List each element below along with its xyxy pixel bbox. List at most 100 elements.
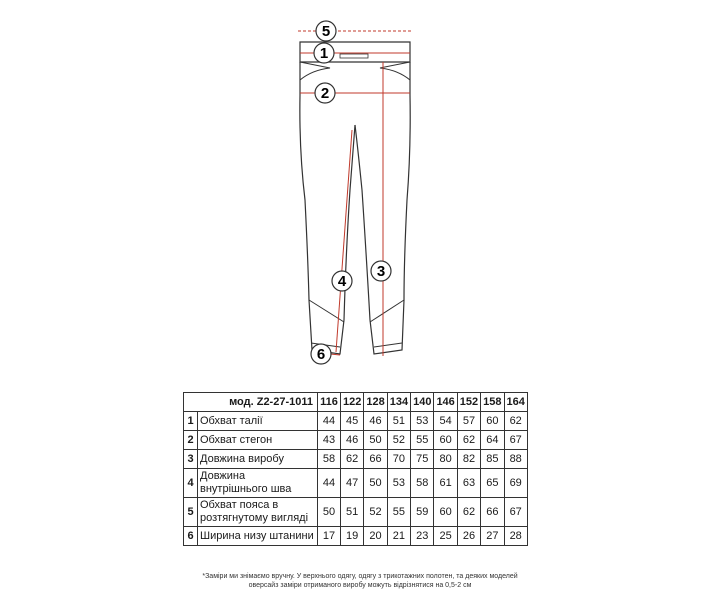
measurement-label: Довжина виробу xyxy=(197,449,318,469)
measurement-value: 62 xyxy=(456,430,482,450)
row-number: 1 xyxy=(183,411,198,431)
callout-3: 3 xyxy=(370,260,392,282)
measurement-value: 17 xyxy=(317,526,341,546)
size-header-row: мод. Z2-27-1011 116 122 128 134 140 146 … xyxy=(183,392,528,412)
measurement-label: Довжина внутрішнього шва xyxy=(197,468,318,498)
row-number: 4 xyxy=(183,468,198,498)
left-pocket-outline xyxy=(299,61,331,82)
measurement-value: 20 xyxy=(363,526,388,546)
svg-text:5: 5 xyxy=(322,23,330,40)
size-header: 122 xyxy=(339,392,365,412)
label-tag xyxy=(339,53,369,59)
row-number: 6 xyxy=(183,526,198,546)
measurement-value: 53 xyxy=(410,411,435,431)
measurement-value: 53 xyxy=(386,468,412,498)
measurement-value: 44 xyxy=(317,411,341,431)
measurement-value: 50 xyxy=(363,430,388,450)
measurement-value: 47 xyxy=(339,468,365,498)
measurement-value: 28 xyxy=(503,526,528,546)
size-header: 152 xyxy=(456,392,482,412)
measurement-value: 55 xyxy=(410,430,435,450)
measurement-value: 82 xyxy=(456,449,482,469)
measurement-value: 60 xyxy=(433,430,458,450)
measurement-value: 64 xyxy=(480,430,505,450)
measurement-value: 85 xyxy=(480,449,505,469)
measurement-label: Ширина низу штанини xyxy=(197,526,318,546)
measure-line-4 xyxy=(335,129,353,353)
measurement-value: 65 xyxy=(480,468,505,498)
measurement-value: 67 xyxy=(503,430,528,450)
svg-text:6: 6 xyxy=(317,346,325,363)
measurement-value: 61 xyxy=(433,468,458,498)
pants-measurement-diagram: 5 1 2 3 4 6 xyxy=(298,20,412,365)
measurement-value: 54 xyxy=(433,411,458,431)
measurement-value: 26 xyxy=(456,526,482,546)
svg-text:4: 4 xyxy=(338,273,347,290)
size-header: 158 xyxy=(480,392,505,412)
measurement-value: 21 xyxy=(386,526,412,546)
measurement-value: 66 xyxy=(480,497,505,527)
model-number: мод. Z2-27-1011 xyxy=(183,392,318,412)
measurement-value: 46 xyxy=(363,411,388,431)
measurement-value: 69 xyxy=(503,468,528,498)
callout-5: 5 xyxy=(315,20,337,42)
row-number: 3 xyxy=(183,449,198,469)
measurement-value: 58 xyxy=(410,468,435,498)
svg-text:2: 2 xyxy=(321,85,329,102)
measurement-value: 52 xyxy=(363,497,388,527)
measurement-value: 75 xyxy=(410,449,435,469)
measurement-value: 52 xyxy=(386,430,412,450)
size-header: 164 xyxy=(503,392,528,412)
measurement-value: 62 xyxy=(339,449,365,469)
right-hem xyxy=(373,342,403,348)
measurement-value: 43 xyxy=(317,430,341,450)
measurement-value: 70 xyxy=(386,449,412,469)
left-leg-outline xyxy=(299,62,356,355)
measurement-value: 46 xyxy=(339,430,365,450)
size-header: 128 xyxy=(363,392,388,412)
measurement-value: 63 xyxy=(456,468,482,498)
measurement-label: Обхват пояса в розтягнутому вигляді xyxy=(197,497,318,527)
measurement-value: 45 xyxy=(339,411,365,431)
measurement-value: 59 xyxy=(410,497,435,527)
measurement-value: 27 xyxy=(480,526,505,546)
size-header: 140 xyxy=(410,392,435,412)
measurement-footnote: *Заміри ми знімаємо вручну. У верхнього … xyxy=(202,573,518,589)
right-cuff-panel xyxy=(369,299,405,323)
measurement-value: 67 xyxy=(503,497,528,527)
svg-text:1: 1 xyxy=(320,45,328,62)
measurement-value: 60 xyxy=(433,497,458,527)
measurement-value: 25 xyxy=(433,526,458,546)
measurement-value: 62 xyxy=(456,497,482,527)
measurement-value: 44 xyxy=(317,468,341,498)
measurement-value: 19 xyxy=(339,526,365,546)
measurement-value: 55 xyxy=(386,497,412,527)
right-pocket-outline xyxy=(379,61,411,82)
measurement-value: 62 xyxy=(503,411,528,431)
measurement-value: 57 xyxy=(456,411,482,431)
measurement-value: 58 xyxy=(317,449,341,469)
measurement-label: Обхват стегон xyxy=(197,430,318,450)
measurement-value: 50 xyxy=(317,497,341,527)
measurement-value: 80 xyxy=(433,449,458,469)
measurement-value: 51 xyxy=(386,411,412,431)
measurement-value: 66 xyxy=(363,449,388,469)
callout-1: 1 xyxy=(313,42,335,64)
callout-2: 2 xyxy=(314,82,336,104)
measurement-value: 60 xyxy=(480,411,505,431)
size-table: мод. Z2-27-1011 116 122 128 134 140 146 … xyxy=(183,392,528,546)
svg-text:3: 3 xyxy=(377,263,385,280)
measurement-value: 51 xyxy=(339,497,365,527)
callout-6: 6 xyxy=(310,343,332,365)
size-header: 146 xyxy=(433,392,458,412)
size-header: 134 xyxy=(386,392,412,412)
measurement-value: 23 xyxy=(410,526,435,546)
measurement-label: Обхват талії xyxy=(197,411,318,431)
right-leg-outline xyxy=(354,62,411,355)
